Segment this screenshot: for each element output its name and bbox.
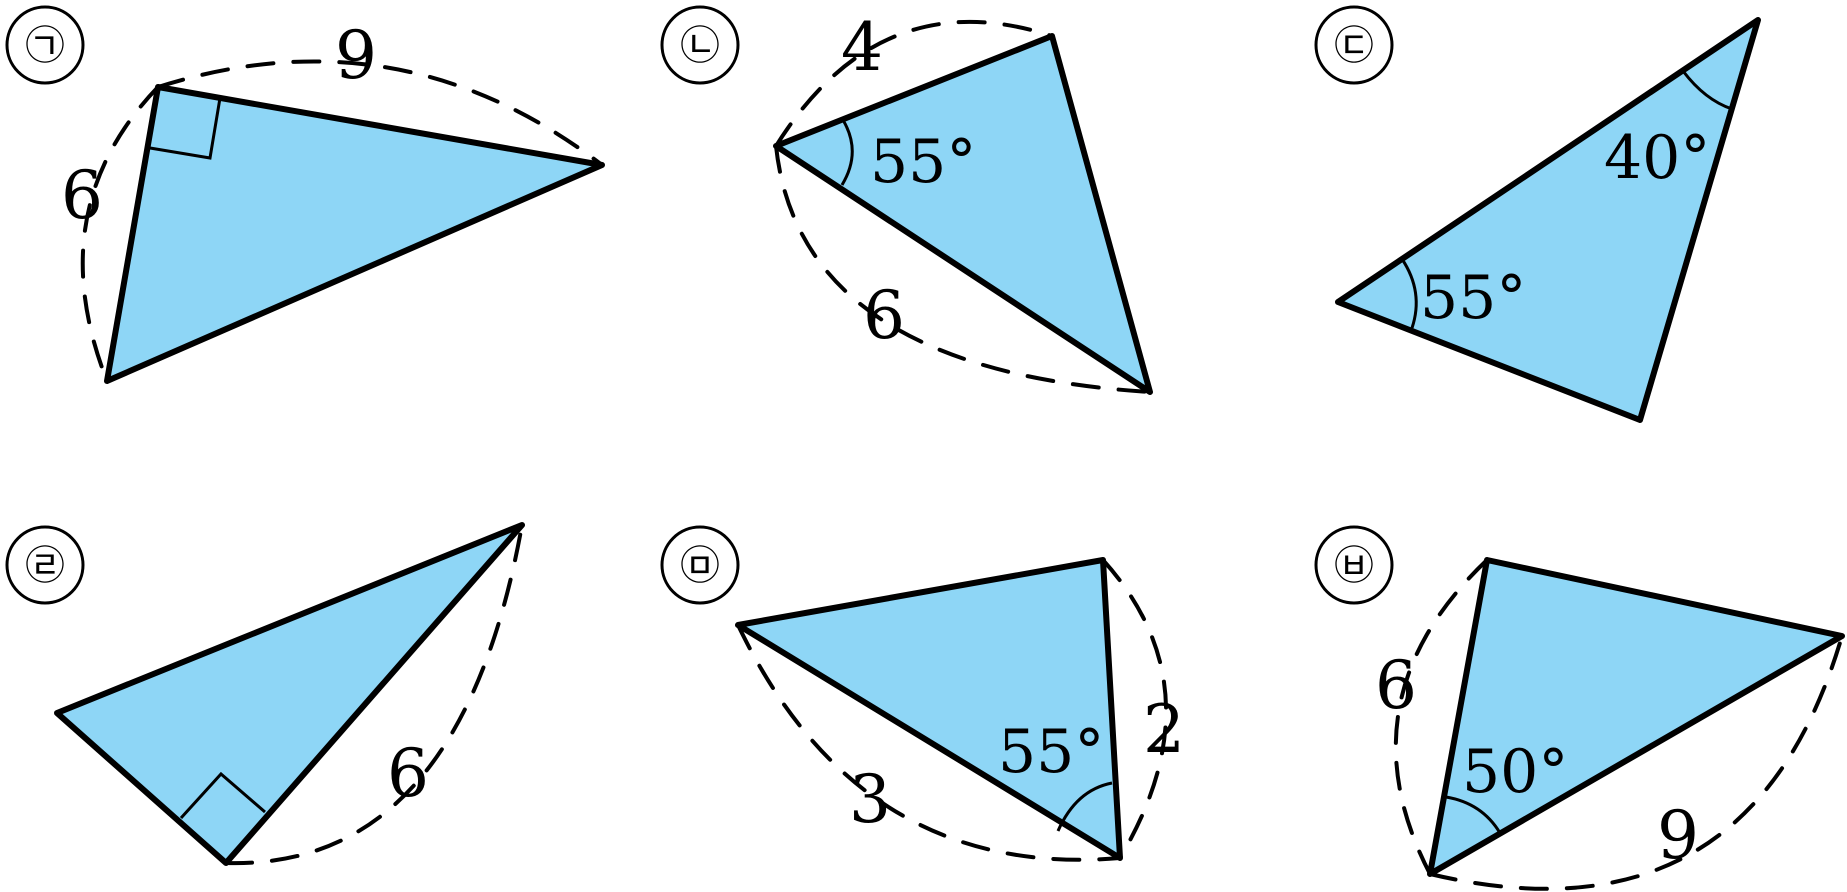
figure-label-e: ㉤ — [680, 543, 720, 589]
figure-d: ㉣ 6 — [5, 522, 525, 866]
triangle-f — [1427, 557, 1845, 877]
side-label-a-left: 6 — [61, 157, 103, 234]
angle-arc-c-top — [1681, 70, 1733, 111]
angle-arc-b — [840, 119, 854, 186]
angle-label-f: 50° — [1462, 737, 1568, 807]
angle-arc-f — [1445, 795, 1502, 834]
triangle-a — [104, 84, 605, 384]
side-label-b-bottom: 6 — [863, 277, 905, 354]
figure-a: ㉠ 9 6 — [5, 5, 605, 384]
figure-label-a: ㉠ — [25, 23, 65, 69]
dashed-arc-a-top — [156, 59, 604, 167]
label-circle-d — [5, 525, 85, 605]
angle-label-b: 55° — [870, 127, 976, 197]
angle-arc-c-left — [1400, 258, 1418, 329]
label-circle-c — [1314, 5, 1394, 85]
triangle-e — [735, 557, 1123, 861]
figure-e: ㉤ 2 3 55° — [660, 525, 1185, 862]
dashed-arc-e-right — [1101, 558, 1169, 860]
angle-label-c-left: 55° — [1420, 263, 1526, 333]
dashed-arc-a-left — [80, 85, 160, 383]
dashed-arc-d — [224, 523, 524, 866]
figure-label-c: ㉢ — [1334, 23, 1374, 69]
right-angle-mark-a — [149, 97, 222, 160]
side-label-f-left: 6 — [1375, 647, 1417, 724]
figure-label-f: ㉥ — [1334, 543, 1374, 589]
right-angle-mark-d — [179, 771, 266, 820]
angle-label-e: 55° — [998, 717, 1104, 787]
side-label-d: 6 — [387, 735, 429, 812]
triangle-d — [54, 522, 525, 866]
triangle-b — [773, 33, 1153, 395]
side-label-e-right: 2 — [1143, 691, 1185, 768]
label-circle-a — [5, 5, 85, 85]
figure-b: ㉡ 4 6 55° — [660, 5, 1153, 395]
dashed-arc-f-left — [1393, 558, 1489, 876]
dashed-arc-e-bottom — [736, 623, 1122, 862]
label-circle-e — [660, 525, 740, 605]
angle-label-c-top: 40° — [1604, 123, 1710, 193]
triangle-c — [1335, 17, 1761, 423]
label-circle-b — [660, 5, 740, 85]
figure-label-d: ㉣ — [25, 543, 65, 589]
dashed-arc-b-bottom — [774, 144, 1152, 394]
side-label-e-bottom: 3 — [849, 761, 891, 838]
figure-c: ㉢ 40° 55° — [1314, 5, 1761, 423]
figure-label-b: ㉡ — [680, 23, 720, 69]
angle-arc-e — [1056, 781, 1113, 832]
dashed-arc-b-top — [774, 19, 1054, 148]
side-label-f-bottom: 9 — [1657, 797, 1699, 874]
side-label-b-top: 4 — [841, 9, 883, 86]
figure-f: ㉥ 6 9 50° — [1314, 525, 1845, 891]
side-label-a-top: 9 — [335, 17, 377, 94]
label-circle-f — [1314, 525, 1394, 605]
